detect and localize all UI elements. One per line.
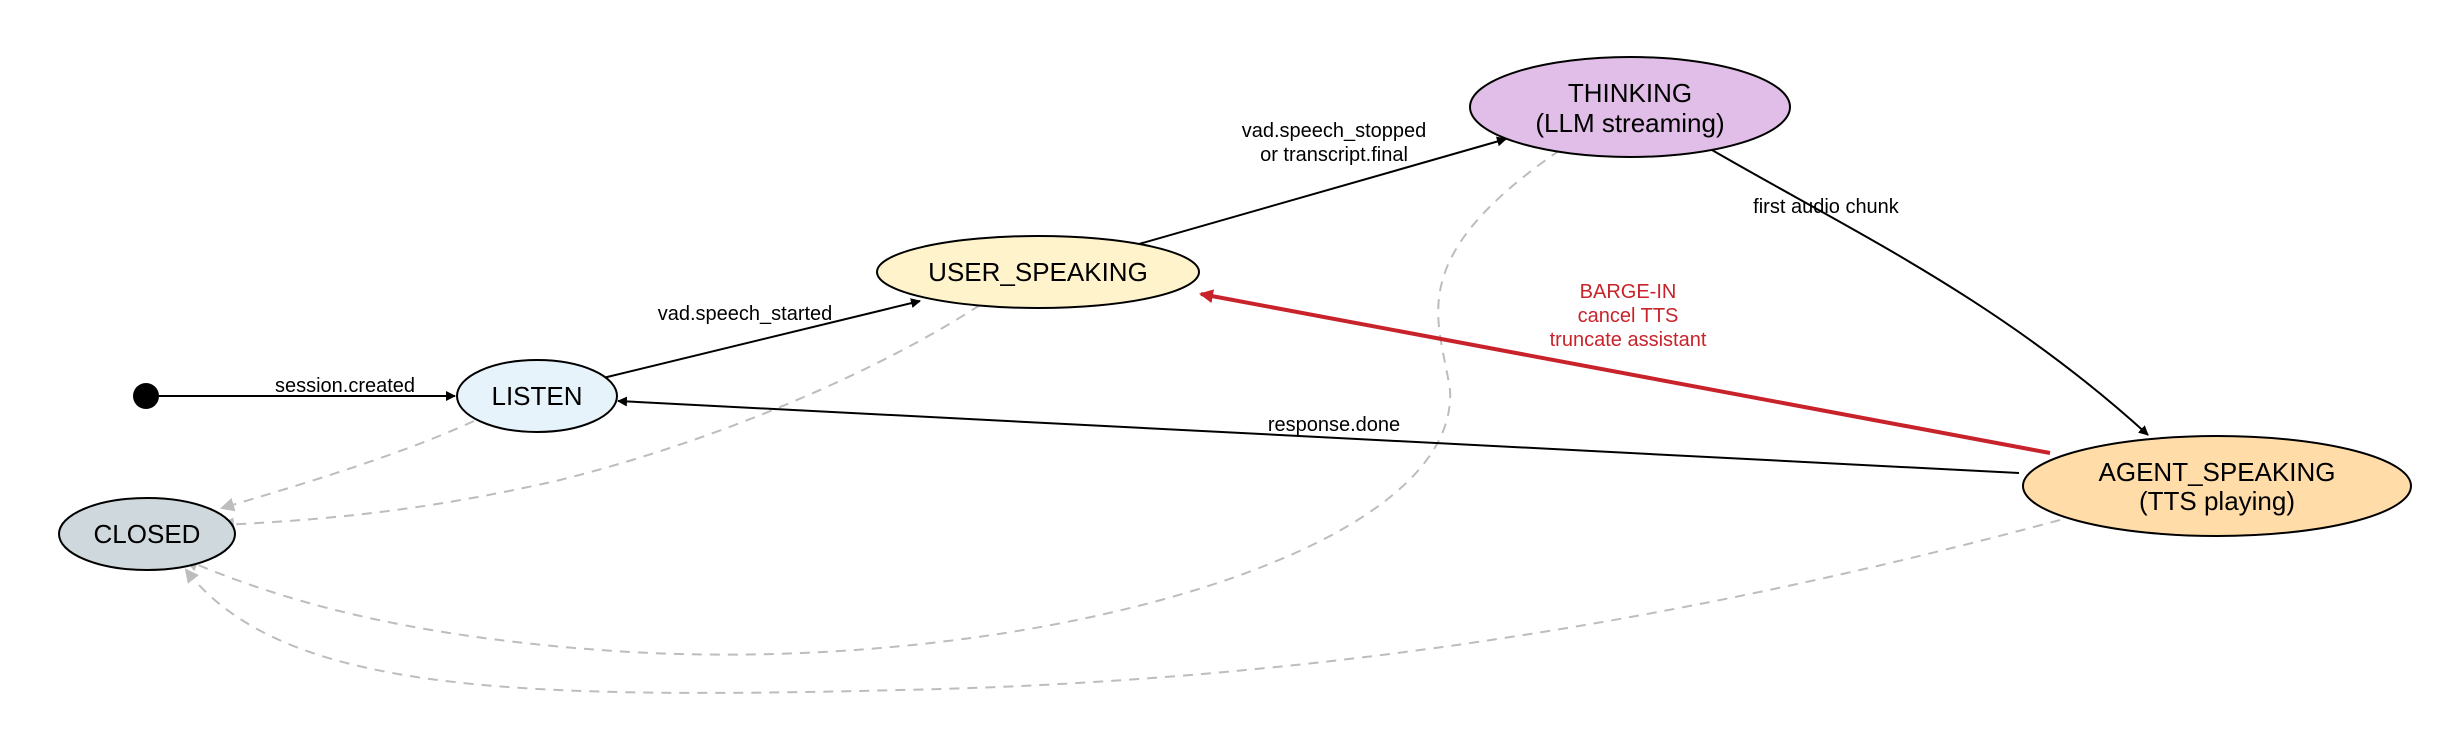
node-agent-speaking-sublabel: (TTS playing): [2139, 486, 2295, 516]
edge-speech-started: [602, 298, 921, 379]
edge-label-barge-in-line3: truncate assistant: [1550, 329, 1707, 351]
node-thinking: [1469, 56, 1791, 158]
node-closed: [58, 497, 236, 571]
edge-speech-stopped: [1138, 136, 1507, 245]
edge-label-speech-stopped-line2: or transcript.final: [1260, 144, 1408, 166]
node-thinking-sublabel: (LLM streaming): [1535, 108, 1724, 138]
edge-label-response-done: response.done: [1268, 414, 1400, 436]
node-agent-speaking-label: AGENT_SPEAKING: [2099, 457, 2336, 487]
edge-response-done: [617, 396, 2020, 474]
node-listen-label: LISTEN: [491, 381, 582, 411]
node-closed-label: CLOSED: [94, 519, 201, 549]
node-listen: [456, 359, 618, 433]
edge-label-first-audio-chunk: first audio chunk: [1753, 196, 1900, 218]
node-agent-speaking: [2022, 435, 2412, 537]
edge-agent-speaking-to-closed: [184, 519, 2061, 694]
edge-label-session-created: session.created: [275, 375, 415, 397]
edge-label-speech-stopped-line1: vad.speech_stopped: [1242, 120, 1427, 142]
node-user-speaking-label: USER_SPEAKING: [928, 257, 1148, 287]
edge-first-audio-chunk: [1711, 149, 2149, 436]
start-dot: [133, 383, 159, 409]
edge-thinking-to-closed: [184, 149, 1561, 656]
edge-label-barge-in-line2: cancel TTS: [1578, 305, 1679, 327]
edge-label-speech-started: vad.speech_started: [658, 303, 833, 325]
edge-label-barge-in-line1: BARGE-IN: [1580, 281, 1677, 303]
edge-listen-to-closed: [220, 420, 475, 512]
edge-barge-in: [1199, 289, 2051, 455]
node-thinking-label: THINKING: [1568, 78, 1692, 108]
node-user-speaking: [876, 235, 1200, 309]
